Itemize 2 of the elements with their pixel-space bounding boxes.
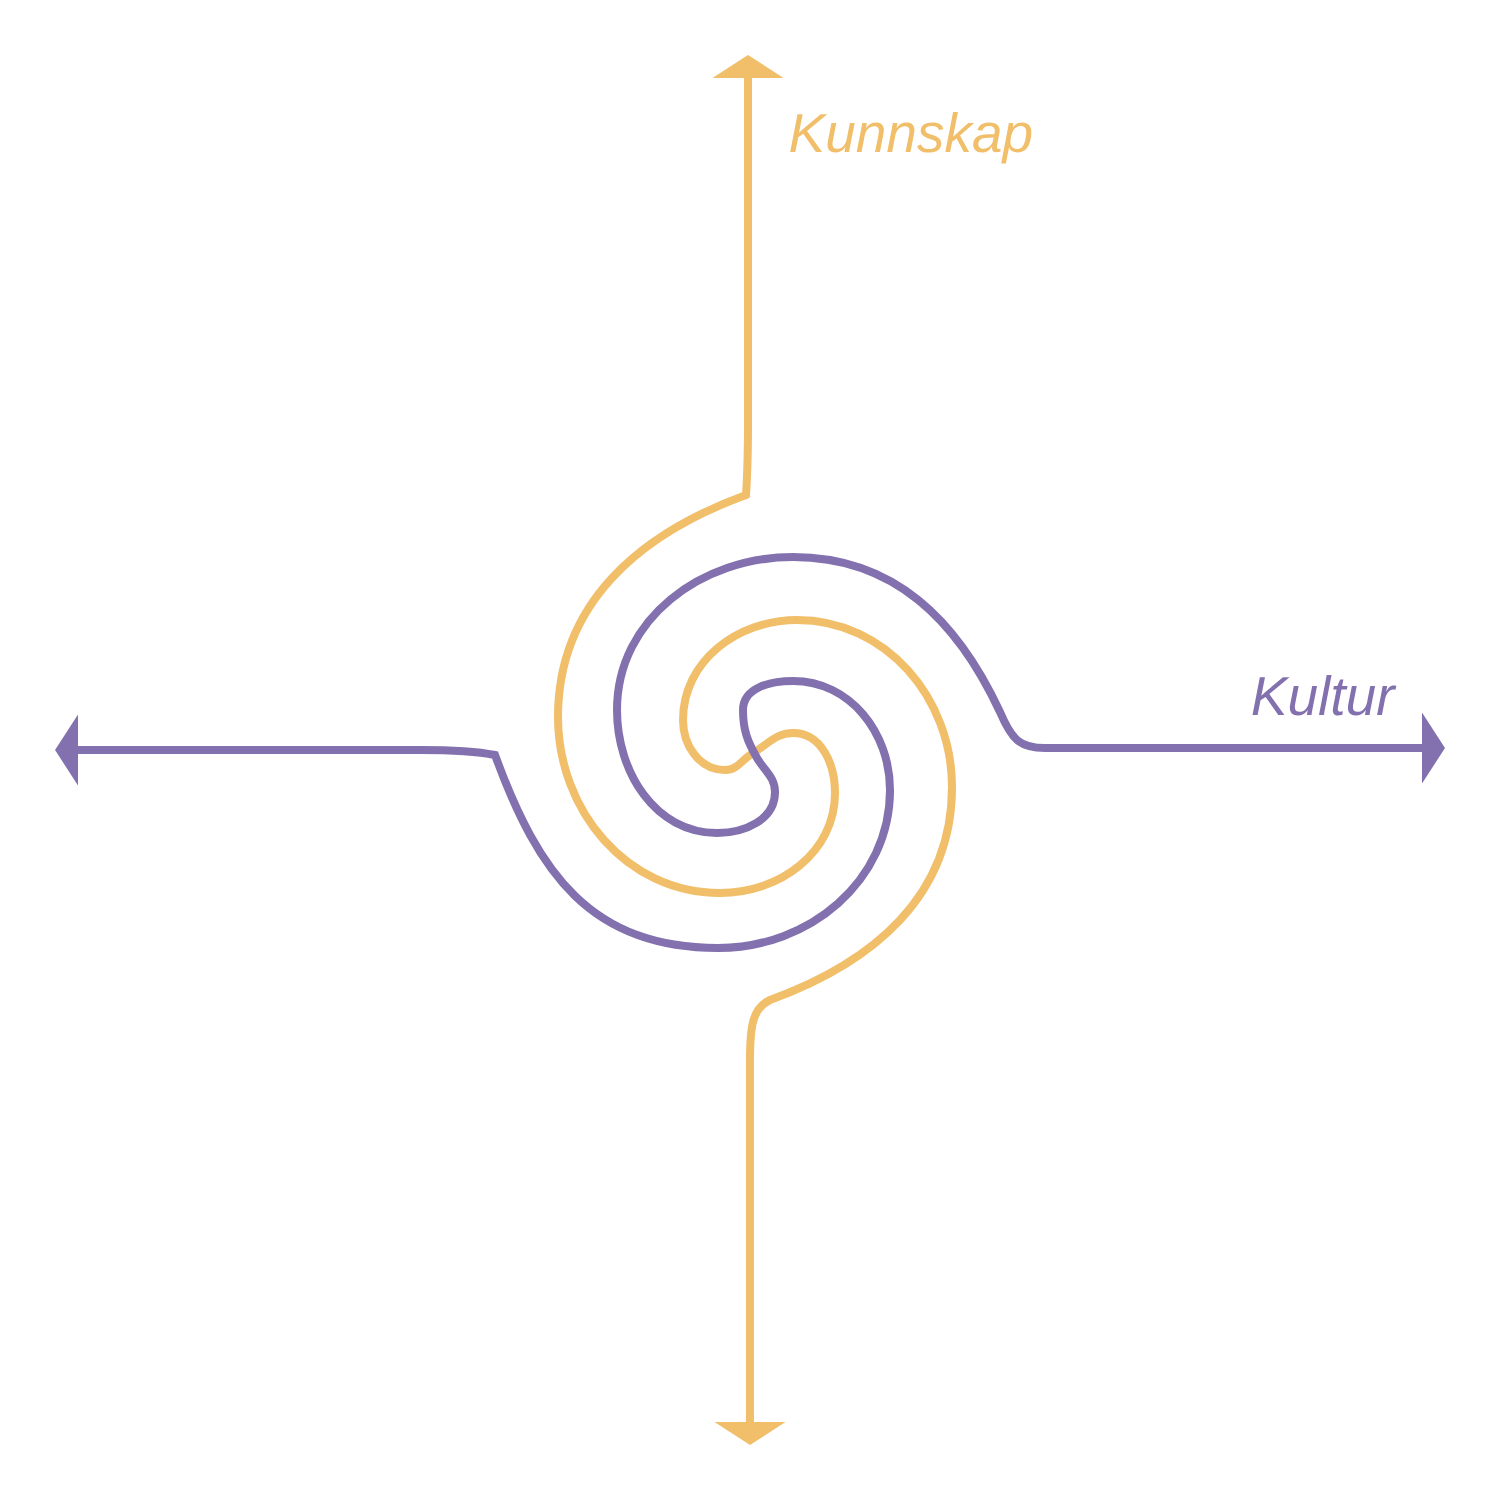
axis-label: Kultur [1252,675,1397,716]
axis-label: Kunnskap [790,112,1032,164]
